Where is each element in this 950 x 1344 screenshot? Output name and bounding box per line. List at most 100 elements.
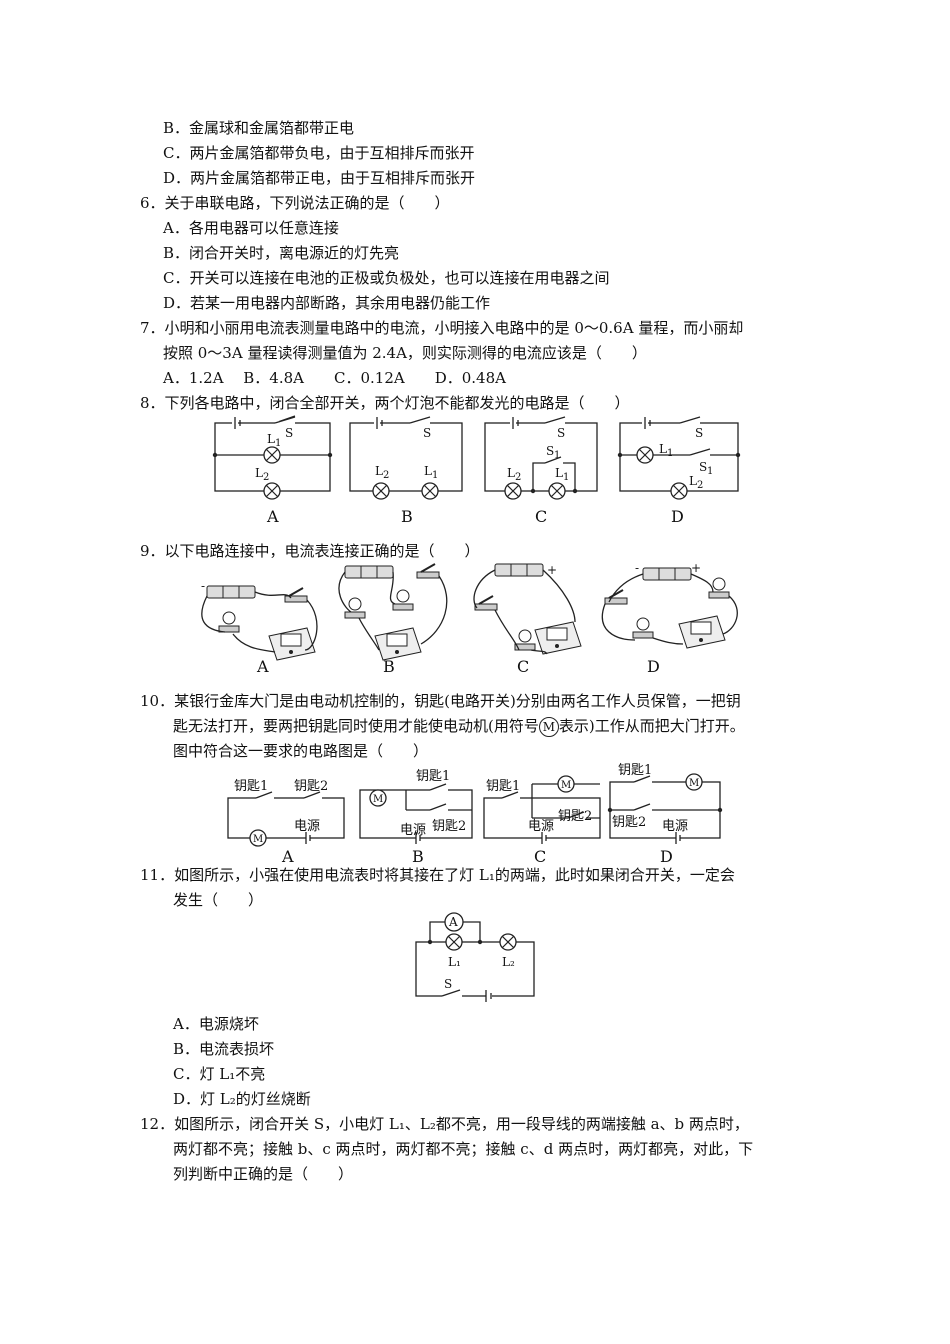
motor-icon: M xyxy=(253,834,263,845)
q9-caption-b: B xyxy=(383,657,395,676)
q10-stem-line1: 10．某银行金库大门是由电动机控制的，钥匙(电路开关)分别由两名工作人员保管，一… xyxy=(140,692,741,710)
q7-options: A．1.2A B．4.8A C．0.12A D．0.48A xyxy=(163,369,506,387)
motor-icon: M xyxy=(373,794,383,805)
q8-b-l2-label: L xyxy=(375,464,383,478)
q5-option-c: C．两片金属箔都带负电，由于互相排斥而张开 xyxy=(163,144,475,162)
minus-sign: - xyxy=(635,561,639,575)
lamp-icon xyxy=(263,446,281,464)
q8-caption-d: D xyxy=(671,507,684,526)
q10-a-power: 电源 xyxy=(294,819,320,834)
q8-c-switch-label: S xyxy=(557,426,565,440)
q10-d-key1: 钥匙1 xyxy=(618,763,652,778)
q6-option-c: C．开关可以连接在电池的正极或负极处，也可以连接在用电器之间 xyxy=(163,269,610,287)
subscript: 1 xyxy=(707,466,713,477)
q6-option-a: A．各用电器可以任意连接 xyxy=(163,219,339,237)
plus-sign: + xyxy=(691,561,701,575)
q9-picture-c: + C xyxy=(473,563,582,676)
q10-caption-a: A xyxy=(281,847,294,866)
q8-a-l1-label: L xyxy=(267,432,275,446)
subscript: 1 xyxy=(432,470,438,481)
subscript: 2 xyxy=(263,472,269,483)
q10-c-power: 电源 xyxy=(528,819,554,834)
q10-c-key2: 钥匙2 xyxy=(558,809,592,824)
q8-d-s1-label: S xyxy=(699,460,707,474)
lamp-icon xyxy=(504,482,522,500)
minus-sign: - xyxy=(201,579,205,593)
q10-circuit-b: M 钥匙1 钥匙2 电源 B xyxy=(359,769,473,866)
q10-b-key1: 钥匙1 xyxy=(416,769,450,784)
q5-option-b: B．金属球和金属箔都带正电 xyxy=(163,119,355,137)
subscript: 2 xyxy=(697,480,703,491)
q11-stem-line2: 发生（ ） xyxy=(173,891,264,909)
q8-a-switch-label: S xyxy=(285,426,293,440)
q10-d-power: 电源 xyxy=(662,819,688,834)
motor-icon: M xyxy=(561,780,571,791)
q10-stem-line2-b: 表示)工作从而把大门打开。 xyxy=(558,717,745,735)
q8-c-s1-label: S xyxy=(546,444,554,458)
motor-icon: M xyxy=(689,778,699,789)
q8-d-switch-label: S xyxy=(695,426,703,440)
q8-caption-c: C xyxy=(535,507,547,526)
q8-c-l1-label: L xyxy=(555,466,563,480)
q9-stem: 9．以下电路连接中，电流表连接正确的是（ ） xyxy=(140,542,480,560)
q11-option-b: B．电流表损坏 xyxy=(173,1040,275,1058)
q8-stem: 8．下列各电路中，闭合全部开关，两个灯泡不能都发光的电路是（ ） xyxy=(140,394,630,412)
lamp-icon xyxy=(548,482,566,500)
lamp-icon xyxy=(445,933,463,951)
q11-option-a: A．电源烧坏 xyxy=(173,1015,259,1033)
q11-option-c: C．灯 L₁不亮 xyxy=(173,1065,266,1083)
q10-b-power: 电源 xyxy=(400,823,426,838)
q10-a-key2: 钥匙2 xyxy=(294,779,328,794)
q10-circuit-c: 钥匙1 M 钥匙2 电源 C xyxy=(483,775,601,866)
q8-caption-a: A xyxy=(266,507,279,526)
q8-caption-b: B xyxy=(401,507,413,526)
q8-d-l2-label: L xyxy=(689,474,697,488)
q9-caption-d: D xyxy=(647,657,660,676)
q8-b-l1-label: L xyxy=(424,464,432,478)
q12-stem-line1: 12．如图所示，闭合开关 S，小电灯 L₁、L₂都不亮，用一段导线的两端接触 a… xyxy=(140,1115,749,1133)
q11-stem-line1: 11．如图所示，小强在使用电流表时将其接在了灯 L₁的两端，此时如果闭合开关，一… xyxy=(140,866,735,884)
q9-picture-a: - A xyxy=(201,579,318,676)
q12-stem-line3: 列判断中正确的是（ ） xyxy=(173,1165,354,1183)
subscript: 2 xyxy=(515,472,521,483)
q11-l2-label: L₂ xyxy=(502,955,515,969)
q9-caption-c: C xyxy=(517,657,529,676)
subscript: 1 xyxy=(554,450,560,461)
q6-option-b: B．闭合开关时，离电源近的灯先亮 xyxy=(163,244,400,262)
q10-circuit-a: 钥匙1 钥匙2 M 电源 A xyxy=(227,779,345,866)
q8-b-switch-label: S xyxy=(423,426,431,440)
q8-c-l2-label: L xyxy=(507,466,515,480)
q10-stem-line3: 图中符合这一要求的电路图是（ ） xyxy=(173,742,429,760)
q10-d-key2: 钥匙2 xyxy=(612,815,646,830)
lamp-icon xyxy=(263,482,281,500)
q10-caption-c: C xyxy=(534,847,546,866)
q9-wiring-pictures: - A B + C - + D xyxy=(201,561,738,676)
q8-d-l1-label: L xyxy=(659,442,667,456)
subscript: 1 xyxy=(667,448,673,459)
q9-caption-a: A xyxy=(256,657,269,676)
lamp-icon xyxy=(499,933,517,951)
q11-circuit-figure: A L₁ L₂ S xyxy=(415,912,535,1002)
subscript: 2 xyxy=(383,470,389,481)
motor-icon: M xyxy=(538,717,559,737)
ammeter-icon: A xyxy=(448,915,458,929)
q5-option-d: D．两片金属箔都带正电，由于互相排斥而张开 xyxy=(163,169,476,187)
lamp-icon xyxy=(636,446,654,464)
subscript: 1 xyxy=(275,438,281,449)
q7-stem-line2: 按照 0～3A 量程读得测量值为 2.4A，则实际测得的电流应该是（ ） xyxy=(163,344,647,362)
q10-circuit-figures: 钥匙1 钥匙2 M 电源 A M 钥匙1 钥匙2 电源 B 钥匙1 M 钥匙2 … xyxy=(227,763,723,866)
q11-l1-label: L₁ xyxy=(448,955,461,969)
subscript: 1 xyxy=(563,472,569,483)
q11-option-d: D．灯 L₂的灯丝烧断 xyxy=(173,1090,311,1108)
plus-sign: + xyxy=(547,563,557,577)
q8-a-l2-label: L xyxy=(255,466,263,480)
q6-stem: 6．关于串联电路，下列说法正确的是（ ） xyxy=(140,194,450,212)
lamp-icon xyxy=(372,482,390,500)
lamp-icon xyxy=(421,482,439,500)
q10-stem-line2-a: 匙无法打开，要两把钥匙同时使用才能使电动机(用符号 xyxy=(173,717,539,735)
